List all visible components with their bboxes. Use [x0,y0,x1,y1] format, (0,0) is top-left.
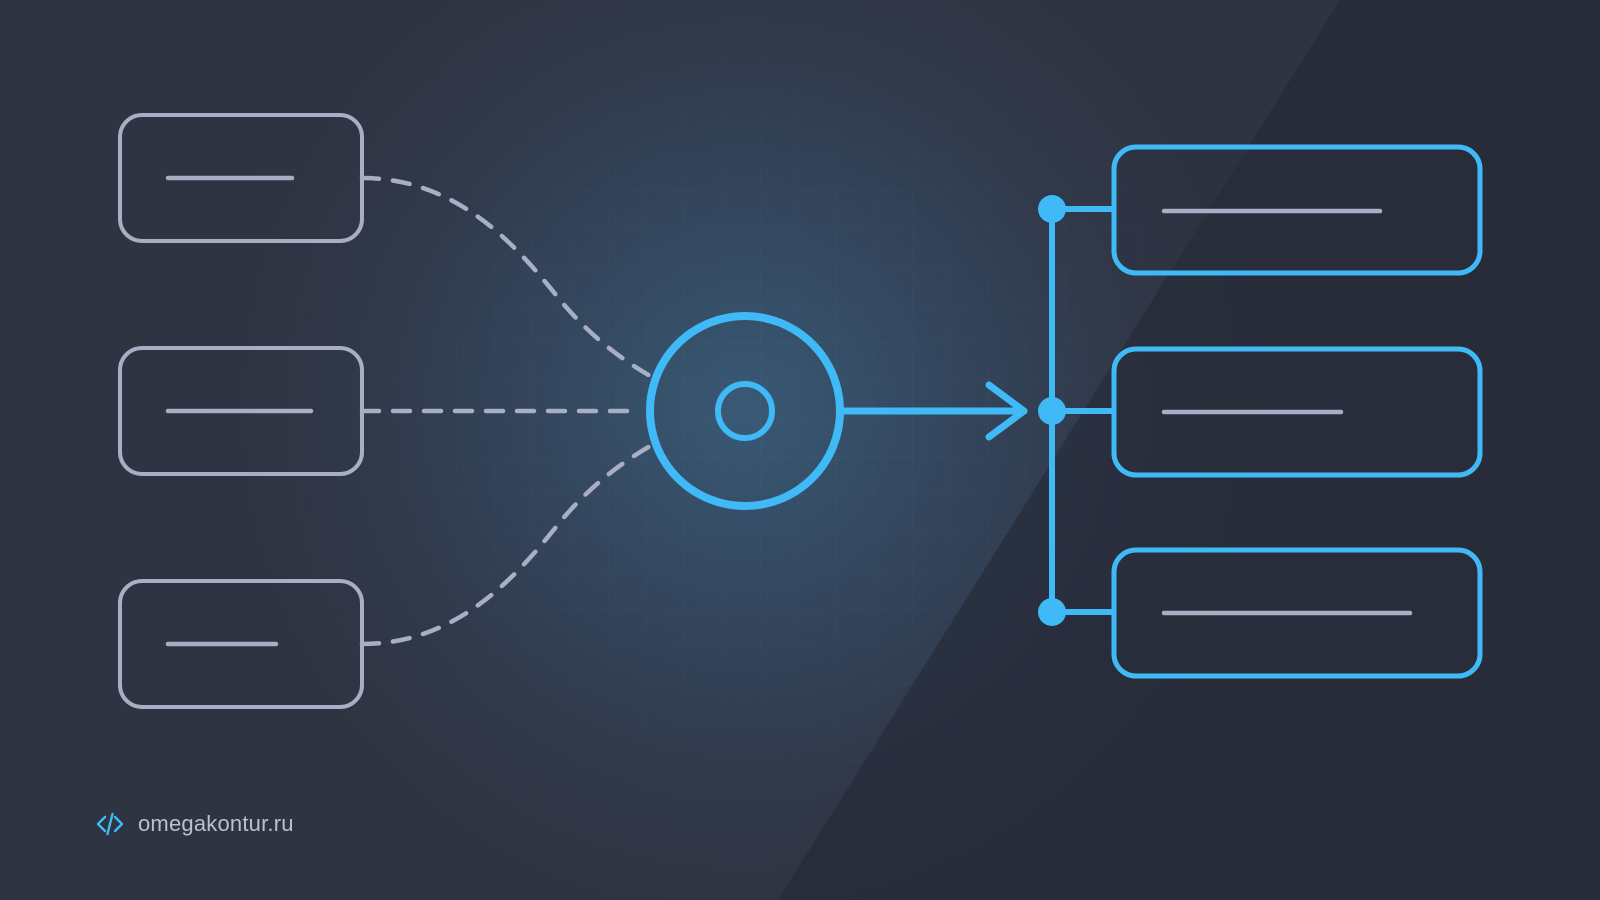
output-node-2 [1111,346,1483,478]
bus-junction-dot-2 [1038,397,1066,425]
input-nodes [118,113,364,709]
arrow-head [985,381,1028,441]
output-nodes [1111,144,1483,679]
brand-link[interactable]: omegakontur.ru [96,810,294,838]
bus-junction-dot-1 [1038,195,1066,223]
hub-inner-ring [715,381,775,441]
output-bus [1038,195,1116,626]
input-connector-1 [359,175,655,380]
input-node-3 [118,579,364,709]
brand-text: omegakontur.ru [138,811,294,836]
input-node-2 [118,346,364,476]
input-node-1 [118,113,364,243]
bus-junction-dot-3 [1038,598,1066,626]
input-connector-3 [359,442,655,647]
output-arrow [839,381,1028,441]
code-brackets-icon [96,812,124,836]
output-node-3 [1111,547,1483,679]
input-connectors [359,175,655,647]
output-node-1 [1111,144,1483,276]
